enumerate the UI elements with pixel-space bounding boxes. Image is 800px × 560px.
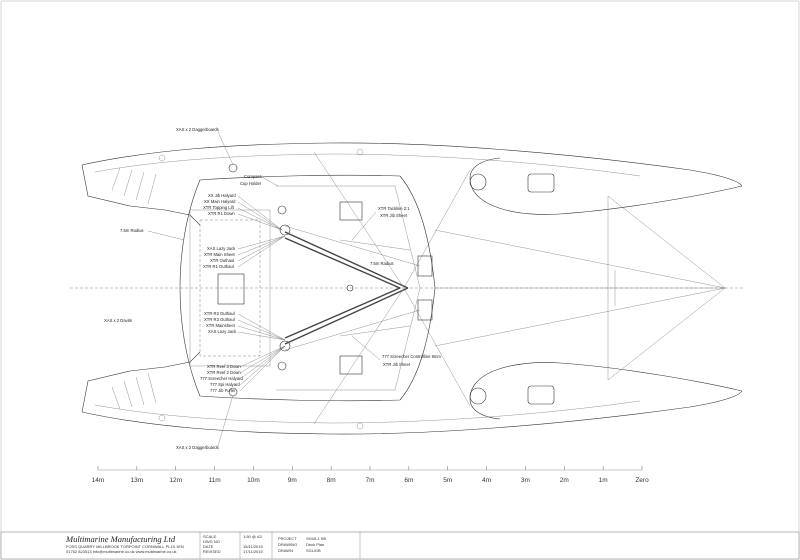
scale-label: 7m — [365, 477, 374, 484]
scale-label: 9m — [288, 477, 297, 484]
callout-daggerboards-top: XAS x 2 Daggerboards — [176, 127, 219, 132]
scale-label: 4m — [482, 477, 491, 484]
callout-line: XTR Main Sheet — [204, 252, 236, 257]
callout-line: XTR R3 Outhaul — [204, 317, 235, 322]
callout-line: XAS Lazy Jack — [208, 329, 237, 334]
callout-radius-right: 7.5m Radius — [370, 261, 394, 266]
scale-label: 6m — [404, 477, 413, 484]
drawing-value: Deck Plan — [306, 542, 324, 547]
callout-line: XTR R2 Outhaul — [204, 311, 235, 316]
scale-label: 11m — [208, 477, 220, 484]
drawing-label: DRAWING — [278, 542, 297, 547]
callout-group-right-upper: XTR Tackline 2:1 XTR Jib Sheet — [351, 206, 410, 241]
callout-line: XX Main Halyard — [204, 199, 236, 204]
callout-line: XTR R1 Outhaul — [203, 264, 234, 269]
callout-line: XTR Reef 3 Down — [207, 364, 241, 369]
callout-line: XTR R1 Down — [208, 211, 235, 216]
callouts: XAS x 2 Daggerboards XAS x 2 Daggerboard… — [104, 127, 441, 450]
callout-line: 777 Screecher Controlline 8mm — [382, 354, 441, 359]
callout-line: XTR Mainsheet — [206, 323, 236, 328]
scale-ticks: 14m 13m 12m 11m 10m 9m 8m 7m 6m 5m 4m 3m 2m 1m Zero — [92, 466, 649, 484]
scale-label: 10m — [247, 477, 260, 484]
scale-value: 1:50 @ A3 — [243, 534, 263, 539]
callout-group-left-lower: XTR R2 Outhaul XTR R3 Outhaul XTR Mainsh… — [204, 311, 286, 341]
scale-label: 1m — [599, 477, 608, 484]
callout-daggerboards-bottom: XAS x 2 Daggerboards — [176, 445, 219, 450]
scale-label: 2m — [560, 477, 569, 484]
callout-line: XAS Lazy Jack — [207, 246, 236, 251]
cockpit — [158, 148, 555, 430]
scale-label: 5m — [443, 477, 452, 484]
callout-line: XTR Tackline 2:1 — [378, 206, 410, 211]
callout-line: XTR Jib Sheet — [383, 362, 411, 367]
scale-label: 13m — [131, 477, 144, 484]
callout-group-left-mid: XAS Lazy Jack XTR Main Sheet XTR Outhaul… — [203, 235, 286, 269]
scale-label: 14m — [92, 477, 105, 484]
callout-group-left-bottom: XTR Reef 3 Down XTR Reef 2 Down 777 Scre… — [200, 345, 286, 393]
project-label: PROJECT — [278, 536, 297, 541]
scale-label: 12m — [169, 477, 182, 484]
callout-group-left-upper: XX Jib Halyard XX Main Halyard XTR Toppi… — [203, 193, 283, 231]
company-name: Multimarine Manufacturing Ltd — [65, 534, 176, 544]
callout-line: XTR Outhaul — [210, 258, 234, 263]
callout-radius-left: 7.5m Radius — [120, 228, 144, 233]
title-block: Multimarine Manufacturing Ltd FOSS QUARR… — [0, 531, 800, 560]
callout-line: XTR Reef 2 Down — [207, 370, 241, 375]
callout-group-right-lower: 777 Screecher Controlline 8mm XTR Jib Sh… — [351, 335, 441, 367]
callout-davits: XAS x 2 Davits — [104, 318, 132, 323]
control-lines — [284, 225, 421, 351]
date-value: 15/11/2015 — [243, 544, 263, 549]
revised-value: 17/11/2015 — [243, 549, 263, 554]
scale-label: 3m — [521, 477, 530, 484]
date-label: DATE — [203, 544, 214, 549]
revised-label: REVISED — [203, 549, 221, 554]
callout-line: XTR Jib Sheet — [380, 213, 408, 218]
project-value: SH45-1 SB — [306, 536, 326, 541]
drawn-label: DRAWN — [278, 548, 293, 553]
callout-line: 777 Screecher Halyard — [200, 376, 243, 381]
scale-label: 8m — [327, 477, 336, 484]
hull-outline — [81, 142, 743, 435]
callout-compass: Compass — [244, 174, 262, 179]
callout-line: 777 Jib Furler — [210, 388, 236, 393]
scale-label: SCALE — [203, 534, 216, 539]
company-address: FOSS QUARRY MILLBROOK TORPOINT CORNWALL … — [66, 544, 184, 549]
dwg-no-label: DWG NO — [203, 539, 220, 544]
company-contact: 01752 823513 info@multimarine.co.uk www.… — [66, 549, 177, 554]
callout-cup-holder: Cup Holder — [240, 181, 262, 186]
length-scale: 14m 13m 12m 11m 10m 9m 8m 7m 6m 5m 4m 3m 2m 1m Zero — [92, 466, 649, 484]
callout-line: 777 Spi Halyard — [210, 382, 240, 387]
scale-label: Zero — [635, 477, 649, 484]
callout-line: XX Jib Halyard — [208, 193, 236, 198]
callout-line: XTR Topping Lift — [203, 205, 235, 210]
drawn-value: SGL/DB — [306, 548, 321, 553]
